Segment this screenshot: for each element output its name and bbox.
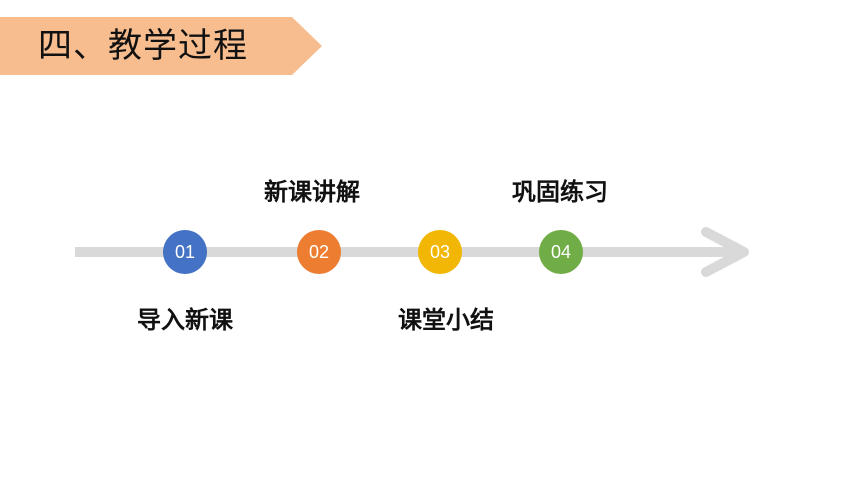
- step-label-01: 导入新课: [137, 306, 233, 334]
- step-label-03: 课堂小结: [398, 306, 494, 334]
- title-banner: 四、教学过程: [0, 17, 322, 75]
- step-label-02: 新课讲解: [264, 178, 360, 206]
- step-node-01: 01: [163, 230, 207, 274]
- step-node-02: 02: [297, 230, 341, 274]
- step-node-03: 03: [418, 230, 462, 274]
- arrow-head-icon: [701, 227, 749, 277]
- page-title: 四、教学过程: [38, 26, 248, 66]
- title-banner-shape: [0, 17, 322, 75]
- step-node-04: 04: [539, 230, 583, 274]
- step-label-04: 巩固练习: [512, 178, 608, 206]
